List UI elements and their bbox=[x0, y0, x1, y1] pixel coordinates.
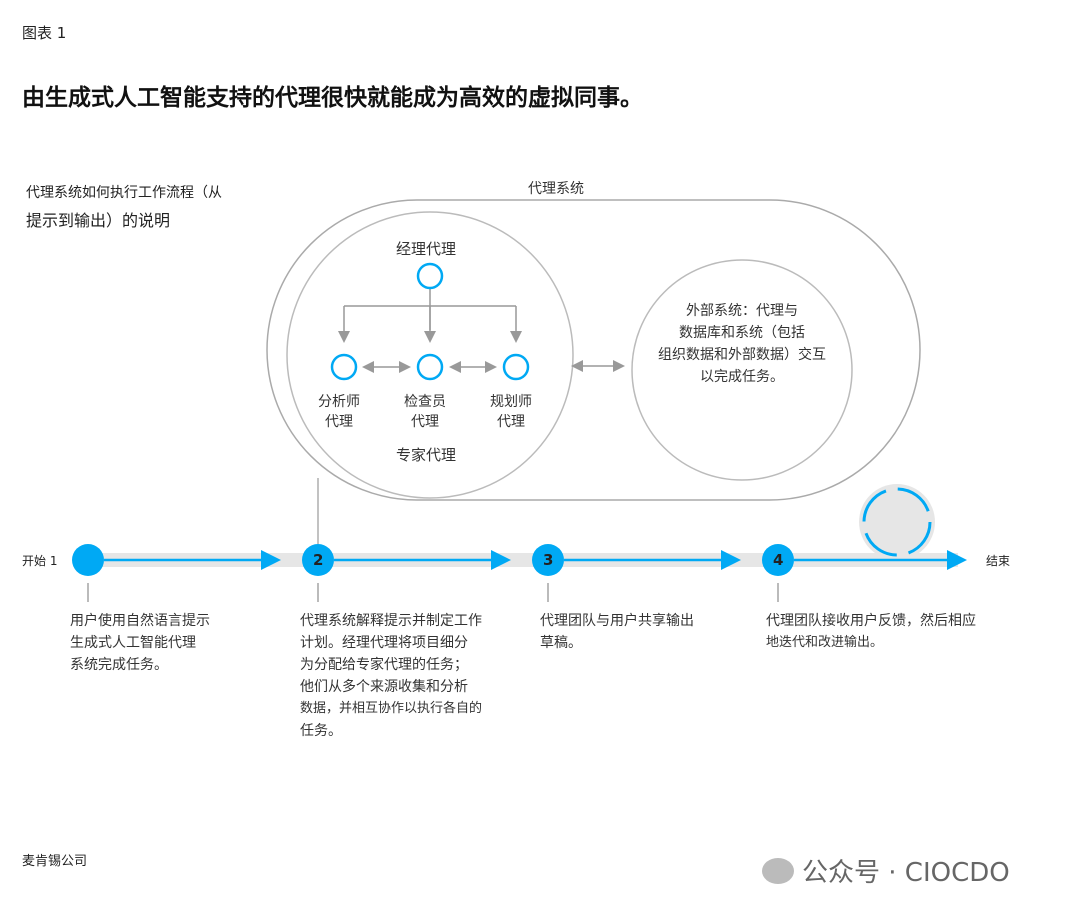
text-line: 地迭代和改进输出。 bbox=[766, 635, 884, 650]
step-3-marker bbox=[532, 544, 564, 576]
wechat-icon bbox=[762, 857, 794, 884]
label-line: 代理 bbox=[497, 414, 525, 430]
iteration-loop-bg bbox=[859, 484, 935, 560]
text-line: 组织数据和外部数据）交互 bbox=[658, 347, 826, 363]
label-line: 检查员 bbox=[404, 394, 446, 410]
subtitle: 代理系统如何执行工作流程（从 提示到输出）的说明 bbox=[26, 180, 222, 234]
inspector-label: 检查员代理 bbox=[404, 392, 446, 432]
step-4-number: 4 bbox=[773, 551, 784, 569]
iteration-loop-icon bbox=[862, 487, 932, 557]
text-line: 外部系统：代理与 bbox=[686, 303, 798, 319]
text-line: 以完成任务。 bbox=[700, 369, 784, 385]
step-2-marker bbox=[302, 544, 334, 576]
agent-system-boundary bbox=[266, 199, 921, 501]
text-line: 为分配给专家代理的任务； bbox=[300, 657, 468, 673]
text-line: 代理团队与用户共享输出 bbox=[540, 613, 694, 629]
text-line: 数据库和系统（包括 bbox=[679, 325, 805, 341]
text-line: 他们从多个来源收集和分析 bbox=[300, 679, 468, 695]
watermark: 公众号 · CIOCDO bbox=[762, 852, 1010, 889]
external-system-boundary bbox=[631, 259, 853, 481]
agent-system-label: 代理系统 bbox=[528, 181, 584, 197]
text-line: 生成式人工智能代理 bbox=[70, 635, 196, 651]
figure-label: 图表 1 bbox=[22, 24, 67, 42]
step-4-description: 代理团队接收用户反馈，然后相应 地迭代和改进输出。 bbox=[766, 610, 976, 654]
text-line: 草稿。 bbox=[540, 635, 582, 651]
step-3-description: 代理团队与用户共享输出 草稿。 bbox=[540, 610, 694, 654]
step-4-marker bbox=[762, 544, 794, 576]
label-line: 分析师 bbox=[318, 394, 360, 410]
page-title: 由生成式人工智能支持的代理很快就能成为高效的虚拟同事。 bbox=[22, 85, 643, 111]
source-label: 麦肯锡公司 bbox=[22, 854, 88, 869]
specialist-cluster-boundary bbox=[286, 211, 574, 499]
analyst-node bbox=[330, 353, 358, 381]
external-system-text: 外部系统：代理与 数据库和系统（包括 组织数据和外部数据）交互 以完成任务。 bbox=[632, 300, 852, 388]
planner-label: 规划师代理 bbox=[490, 392, 532, 432]
step-2-number: 2 bbox=[313, 551, 324, 569]
manager-agent-label: 经理代理 bbox=[396, 240, 457, 258]
text-line: 数据，并相互协作以执行各自的 bbox=[300, 701, 483, 716]
analyst-label: 分析师代理 bbox=[318, 392, 360, 432]
text-line: 代理团队接收用户反馈，然后相应 bbox=[766, 613, 976, 629]
text-line: 任务。 bbox=[300, 723, 342, 739]
end-label: 结束 bbox=[986, 554, 1011, 568]
watermark-text: 公众号 · CIOCDO bbox=[802, 858, 1010, 888]
manager-node bbox=[416, 262, 444, 290]
text-line: 系统完成任务。 bbox=[70, 657, 168, 673]
start-label: 开始 1 bbox=[22, 554, 58, 568]
subtitle-line: 提示到输出）的说明 bbox=[26, 211, 171, 230]
label-line: 规划师 bbox=[490, 394, 532, 410]
step-2-description: 代理系统解释提示并制定工作 计划。经理代理将项目细分 为分配给专家代理的任务； … bbox=[300, 610, 482, 742]
text-line: 计划。经理代理将项目细分 bbox=[300, 635, 468, 651]
specialist-group-label: 专家代理 bbox=[396, 446, 457, 464]
label-line: 代理 bbox=[411, 414, 439, 430]
planner-node bbox=[502, 353, 530, 381]
text-line: 用户使用自然语言提示 bbox=[70, 613, 210, 629]
step-1-description: 用户使用自然语言提示 生成式人工智能代理 系统完成任务。 bbox=[70, 610, 210, 676]
inspector-node bbox=[416, 353, 444, 381]
step-3-number: 3 bbox=[543, 551, 554, 569]
label-line: 代理 bbox=[325, 414, 353, 430]
step-1-marker bbox=[72, 544, 104, 576]
subtitle-line: 代理系统如何执行工作流程（从 bbox=[26, 185, 222, 201]
text-line: 代理系统解释提示并制定工作 bbox=[300, 613, 482, 629]
